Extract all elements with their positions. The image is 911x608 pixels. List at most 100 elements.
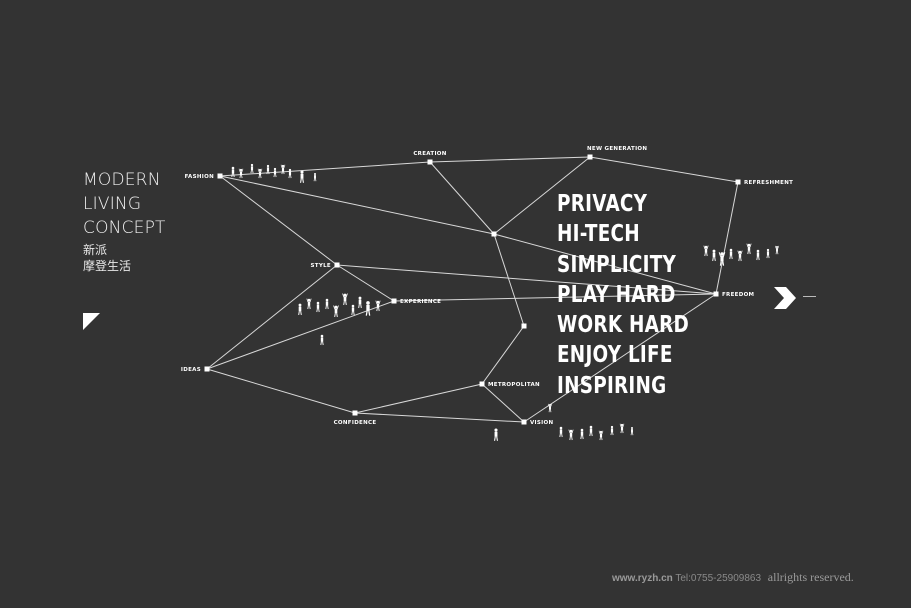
edge-creation-hub_center [429,161,495,235]
person-silhouette-icon [619,423,625,434]
node-label-metropolitan: METROPOLITAN [488,382,540,388]
person-silhouette-icon [358,296,362,308]
title-cn-line-1: 新派 [83,243,108,257]
person-silhouette-icon [231,166,235,178]
node-hub-lower [521,323,527,329]
person-silhouette-icon [250,163,254,174]
title-line-concept: CONCEPT [83,218,166,238]
person-silhouette-icon [580,428,584,440]
person-silhouette-icon [718,252,726,266]
node-experience [391,298,397,304]
person-silhouette-icon [325,298,329,310]
node-label-style: STYLE [311,263,331,269]
person-silhouette-icon [598,430,604,441]
keyword-list: PRIVACY HI-TECH SIMPLICITY PLAY HARD WOR… [557,189,722,401]
title-line-living: LIVING [83,194,142,214]
keyword-play-hard: PLAY HARD [557,281,676,308]
node-label-new-generation: NEW GENERATION [587,146,647,152]
edge-new_generation-refreshment [589,156,739,183]
title-line-modern: MODERN [83,170,161,190]
person-silhouette-icon [320,334,324,346]
node-label-vision: VISION [530,420,553,426]
node-label-confidence: CONFIDENCE [334,420,377,426]
person-silhouette-icon [365,301,371,316]
edge-metropolitan-vision [481,383,525,423]
node-label-ideas: IDEAS [181,367,201,373]
person-silhouette-icon [774,245,780,255]
person-silhouette-icon [703,245,709,257]
person-silhouette-icon [342,293,348,305]
person-silhouette-icon [333,305,339,317]
person-silhouette-icon [712,249,716,261]
person-silhouette-icon [273,167,277,178]
footer-site[interactable]: www.ryzh.cn [612,573,673,584]
person-silhouette-icon [494,428,498,441]
keyword-simplicity: SIMPLICITY [557,251,677,278]
people-silhouettes [231,163,780,441]
person-silhouette-icon [766,248,770,259]
node-confidence [352,410,358,416]
footer-tel: Tel:0755-25909863 [675,573,762,584]
edge-style-experience [336,264,395,302]
edge-ideas-experience [206,300,395,370]
edge-confidence-vision [354,412,525,423]
edge-fashion-hub_center [219,175,495,235]
chevron-right-icon[interactable] [774,287,798,309]
node-label-creation: CREATION [413,151,446,157]
edge-fashion-creation [219,161,431,177]
node-metropolitan [479,381,485,387]
person-silhouette-icon [630,426,634,436]
person-silhouette-icon [559,426,563,438]
edge-ideas-style [206,264,338,370]
edge-creation-new_generation [429,156,591,163]
node-freedom [713,291,719,297]
node-style [334,262,340,268]
keyword-privacy: PRIVACY [557,191,648,217]
person-silhouette-icon [298,303,302,315]
node-new-generation [587,154,593,160]
person-silhouette-icon [300,170,304,183]
title-cn-line-2: 摩登生活 [83,259,132,273]
edge-ideas-confidence [206,368,356,414]
person-silhouette-icon [737,250,743,262]
person-silhouette-icon [756,249,760,261]
keyword-work-hard: WORK HARD [557,312,690,339]
node-label-freedom: FREEDOM [722,292,754,298]
edge-fashion-style [219,175,338,266]
node-refreshment [735,179,741,185]
node-fashion [217,173,223,179]
person-silhouette-icon [313,172,317,182]
person-silhouette-icon [351,304,355,316]
edge-metropolitan-hub_lower [481,325,525,385]
edge-refreshment-freedom [715,181,739,295]
node-vision [521,419,527,425]
person-silhouette-icon [568,429,574,441]
network-edges [206,156,739,423]
keyword-enjoy-life: ENJOY LIFE [557,342,673,369]
edge-confidence-metropolitan [354,383,483,414]
corner-triangle-icon [83,313,100,330]
person-silhouette-icon [610,425,614,436]
person-silhouette-icon [257,168,263,179]
edge-new_generation-hub_center [493,156,591,235]
edge-vision-freedom [523,293,717,423]
node-creation [427,159,433,165]
keyword-inspiring: INSPIRING [557,372,667,399]
node-ideas [204,366,210,372]
node-label-experience: EXPERIENCE [400,299,441,305]
edge-hub_center-freedom [493,233,717,295]
footer: www.ryzh.cn Tel:0755-25909863 allrights … [612,570,854,585]
keyword-hi-tech: HI-TECH [557,221,640,248]
person-silhouette-icon [547,403,553,413]
person-silhouette-icon [589,425,593,437]
node-hub-center [491,231,497,237]
person-silhouette-icon [306,298,312,310]
edge-style-freedom [336,264,717,295]
title-block: MODERN LIVING CONCEPT 新派 摩登生活 [83,168,166,274]
edge-experience-freedom [393,293,717,302]
footer-rights: allrights reserved. [767,570,854,584]
person-silhouette-icon [316,301,320,313]
